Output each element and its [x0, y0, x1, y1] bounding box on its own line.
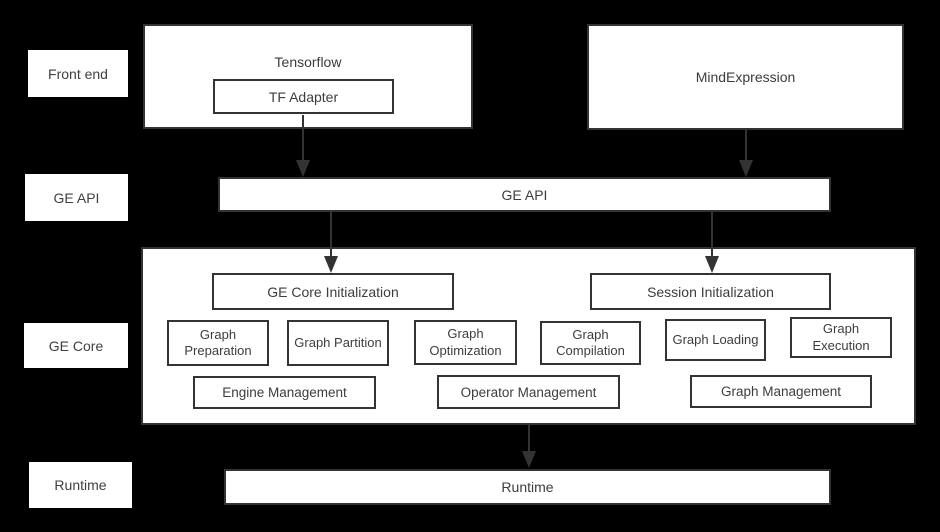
session-initialization-label: Session Initialization — [647, 283, 774, 300]
tensorflow-label: Tensorflow — [274, 54, 342, 70]
runtime-bar: Runtime — [224, 469, 831, 505]
mindexpression-box: MindExpression — [587, 24, 904, 130]
graph-management-label: Graph Management — [720, 384, 842, 399]
layer-label-ge-api-text: GE API — [53, 189, 100, 206]
arrow-ge-api-to-ge-core-init — [324, 212, 338, 273]
layer-label-ge-core-text: GE Core — [48, 337, 104, 354]
layer-label-ge-core: GE Core — [24, 323, 128, 368]
engine-management-box: Engine Management — [193, 376, 376, 409]
graph-preparation-box: Graph Preparation — [167, 320, 269, 366]
tf-adapter-box: TF Adapter — [213, 79, 394, 114]
arrow-mindexpression-to-ge-api — [739, 130, 753, 177]
arrow-tf-adapter-to-ge-api — [296, 115, 310, 177]
graph-loading-label: Graph Loading — [672, 331, 759, 347]
mindexpression-label: MindExpression — [695, 69, 796, 85]
graph-optimization-label: Graph Optimization — [429, 326, 502, 358]
layer-label-front-end: Front end — [28, 50, 128, 97]
arrow-down-icon — [739, 160, 753, 177]
graph-management-box: Graph Management — [690, 375, 872, 408]
graph-execution-box: Graph Execution — [790, 317, 892, 358]
arrow-shaft — [528, 425, 530, 451]
graph-partition-label: Graph Partition — [294, 334, 382, 350]
ge-core-initialization-box: GE Core Initialization — [212, 273, 454, 310]
engine-management-label: Engine Management — [222, 385, 347, 400]
ge-core-initialization-label: GE Core Initialization — [267, 283, 399, 300]
arrow-shaft — [711, 212, 713, 256]
graph-compilation-box: Graph Compilation — [540, 321, 641, 365]
arrow-ge-core-to-runtime — [522, 425, 536, 468]
graph-preparation-label: Graph Preparation — [184, 326, 252, 358]
arrow-ge-api-to-session-init — [705, 212, 719, 273]
operator-management-label: Operator Management — [460, 384, 597, 400]
operator-management-box: Operator Management — [437, 375, 620, 409]
arrow-down-icon — [705, 256, 719, 273]
graph-execution-label: Graph Execution — [812, 321, 870, 353]
arrow-down-icon — [522, 451, 536, 468]
ge-api-bar-label: GE API — [501, 186, 548, 203]
arrow-down-icon — [296, 160, 310, 177]
layer-label-ge-api: GE API — [25, 174, 128, 221]
layer-label-front-end-text: Front end — [48, 65, 108, 82]
graph-compilation-label: Graph Compilation — [556, 326, 625, 358]
arrow-shaft — [302, 115, 304, 160]
arrow-shaft — [745, 130, 747, 160]
arrow-down-icon — [324, 256, 338, 273]
ge-api-bar: GE API — [218, 177, 831, 212]
graph-loading-box: Graph Loading — [665, 319, 766, 361]
graph-partition-box: Graph Partition — [287, 320, 389, 366]
layer-label-runtime-text: Runtime — [54, 477, 107, 493]
tf-adapter-label: TF Adapter — [268, 88, 339, 105]
runtime-bar-label: Runtime — [501, 479, 554, 495]
layer-label-runtime: Runtime — [29, 462, 132, 508]
arrow-shaft — [330, 212, 332, 256]
session-initialization-box: Session Initialization — [590, 273, 831, 310]
graph-optimization-box: Graph Optimization — [414, 320, 517, 365]
